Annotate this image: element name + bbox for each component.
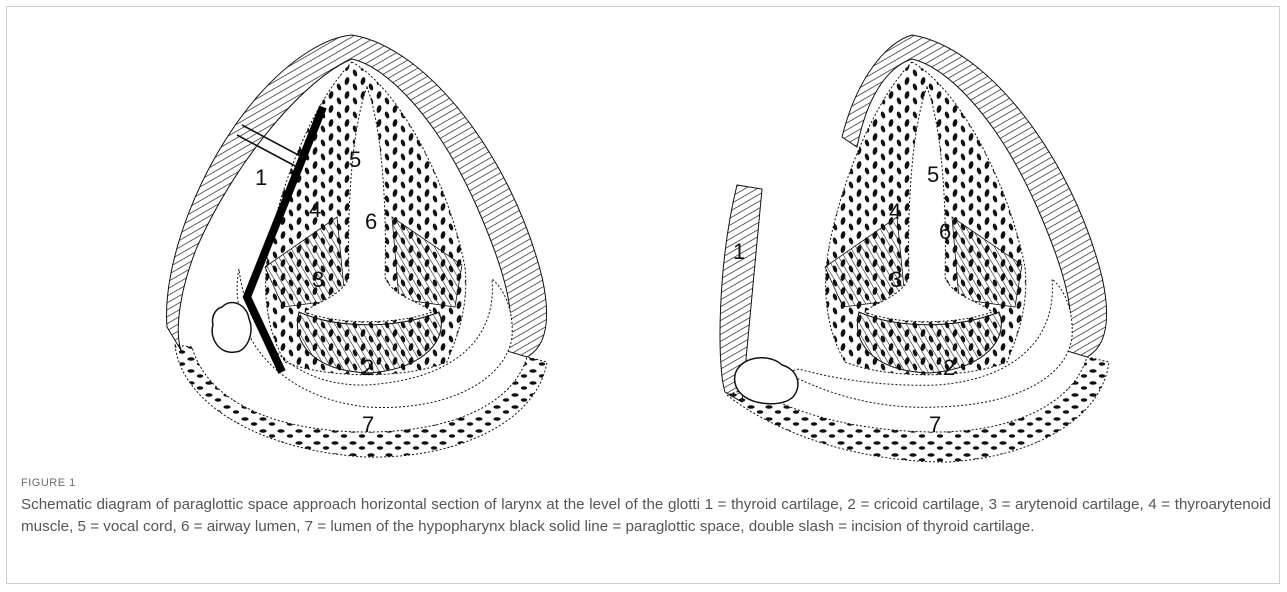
right-label-6: 6 xyxy=(939,219,951,244)
right-tumor xyxy=(735,358,798,404)
right-label-3: 3 xyxy=(890,267,902,292)
larynx-diagram: 1 2 3 4 5 6 7 xyxy=(7,7,1281,467)
figure-caption: Schematic diagram of paraglottic space a… xyxy=(21,494,1271,538)
right-label-5: 5 xyxy=(927,162,939,187)
left-larynx-section: 1 2 3 4 5 6 7 xyxy=(167,35,547,457)
left-label-4: 4 xyxy=(309,197,321,222)
right-label-1: 1 xyxy=(733,239,745,264)
left-label-2: 2 xyxy=(362,355,374,380)
left-tumor xyxy=(212,303,251,353)
right-label-7: 7 xyxy=(929,412,941,437)
left-label-1: 1 xyxy=(255,165,267,190)
figure-frame: 1 2 3 4 5 6 7 xyxy=(6,6,1280,584)
left-label-3: 3 xyxy=(312,267,324,292)
left-label-5: 5 xyxy=(349,147,361,172)
right-label-2: 2 xyxy=(943,355,955,380)
left-label-7: 7 xyxy=(362,412,374,437)
right-larynx-section: 1 2 3 4 5 6 7 xyxy=(720,35,1109,462)
figure-label: FIGURE 1 xyxy=(21,477,76,489)
right-label-4: 4 xyxy=(889,199,901,224)
figure-illustration: 1 2 3 4 5 6 7 xyxy=(7,7,1281,467)
left-label-6: 6 xyxy=(365,209,377,234)
